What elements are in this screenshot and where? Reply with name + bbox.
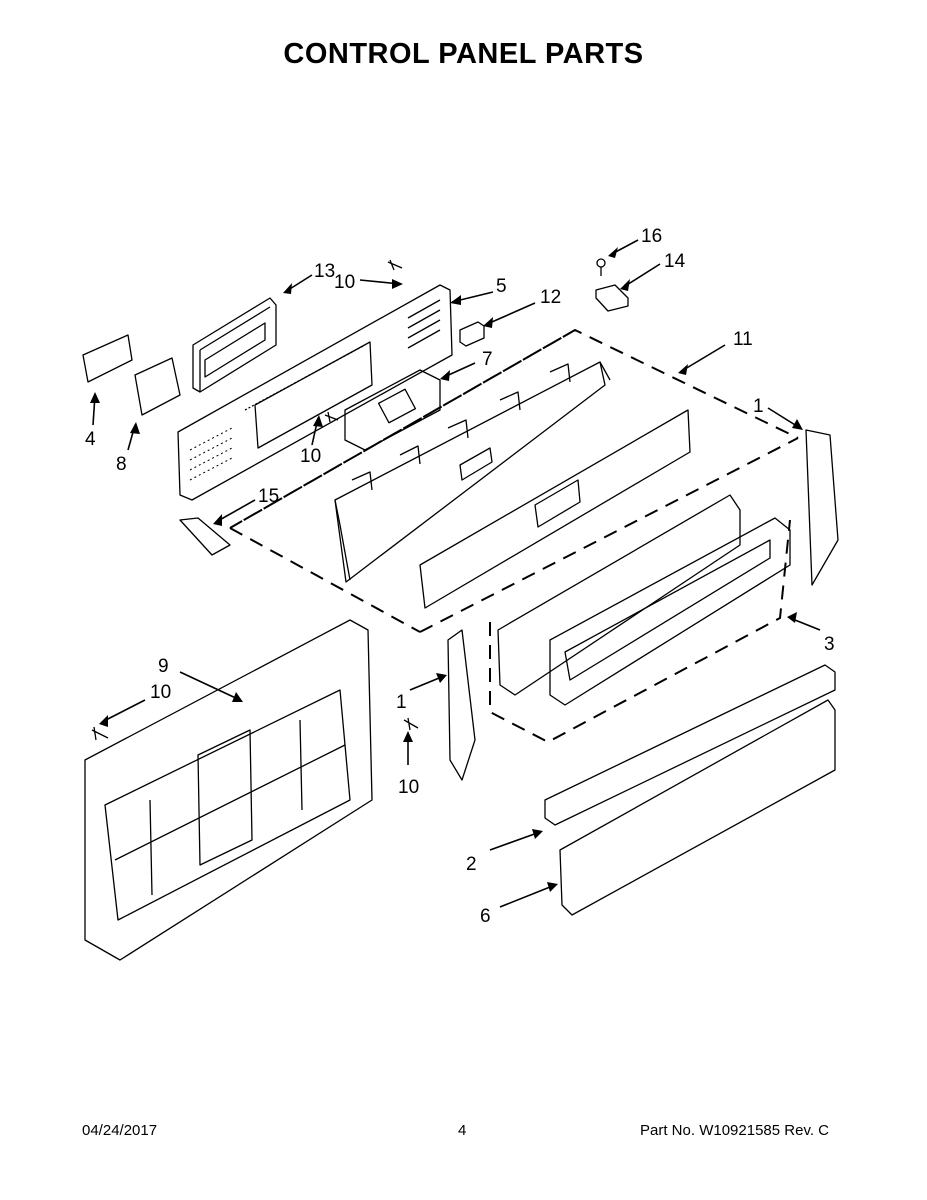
callout-14: 14 — [664, 251, 686, 272]
callout-10-bottom: 10 — [398, 777, 419, 798]
display-window — [459, 447, 581, 528]
part-10-screw — [91, 259, 419, 741]
part-number: W10921585 — [699, 1122, 781, 1139]
part-number-label: Part No. — [640, 1122, 696, 1139]
part-7-control-board — [344, 369, 441, 451]
part-15-ribbon — [179, 517, 231, 556]
assembly-dashed-outline-lower — [419, 437, 799, 743]
part-4-board — [82, 334, 133, 383]
callout-1-right: 1 — [753, 396, 764, 417]
assembly-dashed-outline — [229, 329, 799, 633]
part-2-trim — [544, 664, 836, 826]
display-glass — [419, 409, 691, 609]
part-12-connector — [459, 321, 485, 347]
callout-11: 11 — [733, 329, 753, 350]
callout-10-left: 10 — [150, 682, 171, 703]
part-14-clip — [595, 284, 629, 312]
footer-page-number: 4 — [458, 1122, 467, 1139]
callout-12: 12 — [540, 287, 561, 308]
callout-4: 4 — [85, 429, 96, 450]
page-title: CONTROL PANEL PARTS — [283, 38, 644, 70]
callout-7: 7 — [482, 349, 493, 370]
callout-1-left: 1 — [396, 692, 407, 713]
part-6-bracket — [559, 699, 836, 916]
revision: Rev. C — [784, 1122, 830, 1139]
callout-10-mid: 10 — [300, 446, 321, 467]
callout-5: 5 — [496, 276, 507, 297]
callout-13: 13 — [314, 261, 335, 282]
callout-10-top: 10 — [334, 272, 355, 293]
part-9-rear-panel — [84, 619, 373, 961]
part-8-board — [134, 357, 181, 416]
part-1-bracket-right — [805, 429, 839, 586]
callout-16: 16 — [641, 226, 662, 247]
callout-arrowheads — [90, 247, 803, 892]
callout-8: 8 — [116, 454, 127, 475]
callout-2: 2 — [466, 854, 477, 875]
part-16-screw — [596, 258, 606, 276]
part-3-trim — [497, 494, 791, 706]
footer-part-info: Part No. W10921585 Rev. C — [640, 1122, 829, 1139]
footer-date: 04/24/2017 — [82, 1122, 158, 1139]
part-1-bracket-left — [447, 629, 476, 781]
part-5-backplate — [177, 284, 453, 501]
part-13-bracket — [192, 297, 277, 393]
callout-6: 6 — [480, 906, 491, 927]
callout-9: 9 — [158, 656, 169, 677]
callout-15: 15 — [258, 486, 279, 507]
callout-3: 3 — [824, 634, 835, 655]
part-11-console — [334, 361, 611, 583]
